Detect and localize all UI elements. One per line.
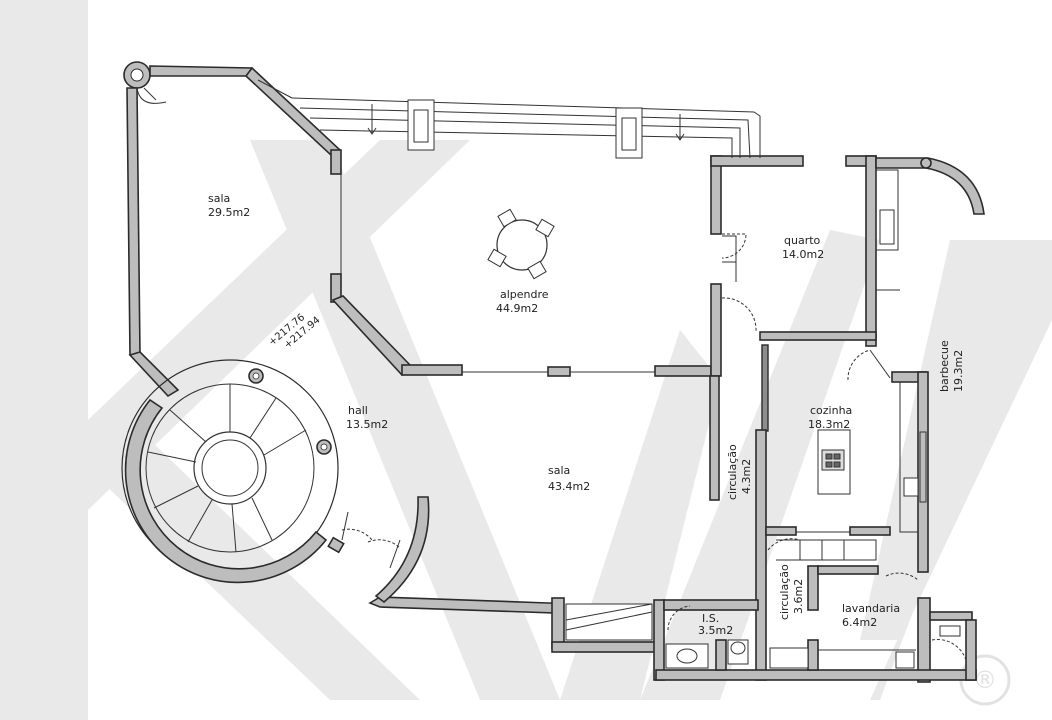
room-hall-area: 13.5m2 <box>346 418 388 431</box>
corner-step-curve <box>136 87 167 104</box>
svg-text:®: ® <box>973 666 997 694</box>
room-circulacao-2-area: 3.6m2 <box>792 579 805 614</box>
room-sala-main-area: 43.4m2 <box>548 480 590 493</box>
room-barbecue-name: barbecue <box>938 340 951 392</box>
doors <box>341 233 967 661</box>
kitchen-fixtures <box>776 169 927 561</box>
room-alpendre-name: alpendre <box>500 288 549 301</box>
room-barbecue-area: 19.3m2 <box>952 350 965 392</box>
bathroom-fixtures <box>565 603 961 669</box>
room-sala-main-name: sala <box>548 464 570 477</box>
room-circulacao-1-name: circulação <box>726 444 739 500</box>
room-quarto-area: 14.0m2 <box>782 248 824 261</box>
walls <box>123 61 985 683</box>
registered-mark: ® <box>959 654 1011 706</box>
room-circulacao-1-area: 4.3m2 <box>740 459 753 494</box>
room-is-area: 3.5m2 <box>698 624 733 637</box>
room-is-name: I.S. <box>702 612 719 625</box>
room-sala-top-name: sala <box>208 192 230 205</box>
room-labels: sala 29.5m2 alpendre 44.9m2 quarto 14.0m… <box>208 192 965 637</box>
room-cozinha-area: 18.3m2 <box>808 418 850 431</box>
room-hall-name: hall <box>348 404 368 417</box>
room-cozinha-name: cozinha <box>810 404 852 417</box>
room-sala-top-area: 29.5m2 <box>208 206 250 219</box>
room-quarto-name: quarto <box>784 234 821 247</box>
room-lavandaria-area: 6.4m2 <box>842 616 877 629</box>
terrace-steps <box>257 79 761 373</box>
room-lavandaria-name: lavandaria <box>842 602 900 615</box>
dining-table-icon <box>487 208 555 280</box>
room-circulacao-2-name: circulação <box>778 564 791 620</box>
spiral-staircase <box>121 359 339 584</box>
room-alpendre-area: 44.9m2 <box>496 302 538 315</box>
